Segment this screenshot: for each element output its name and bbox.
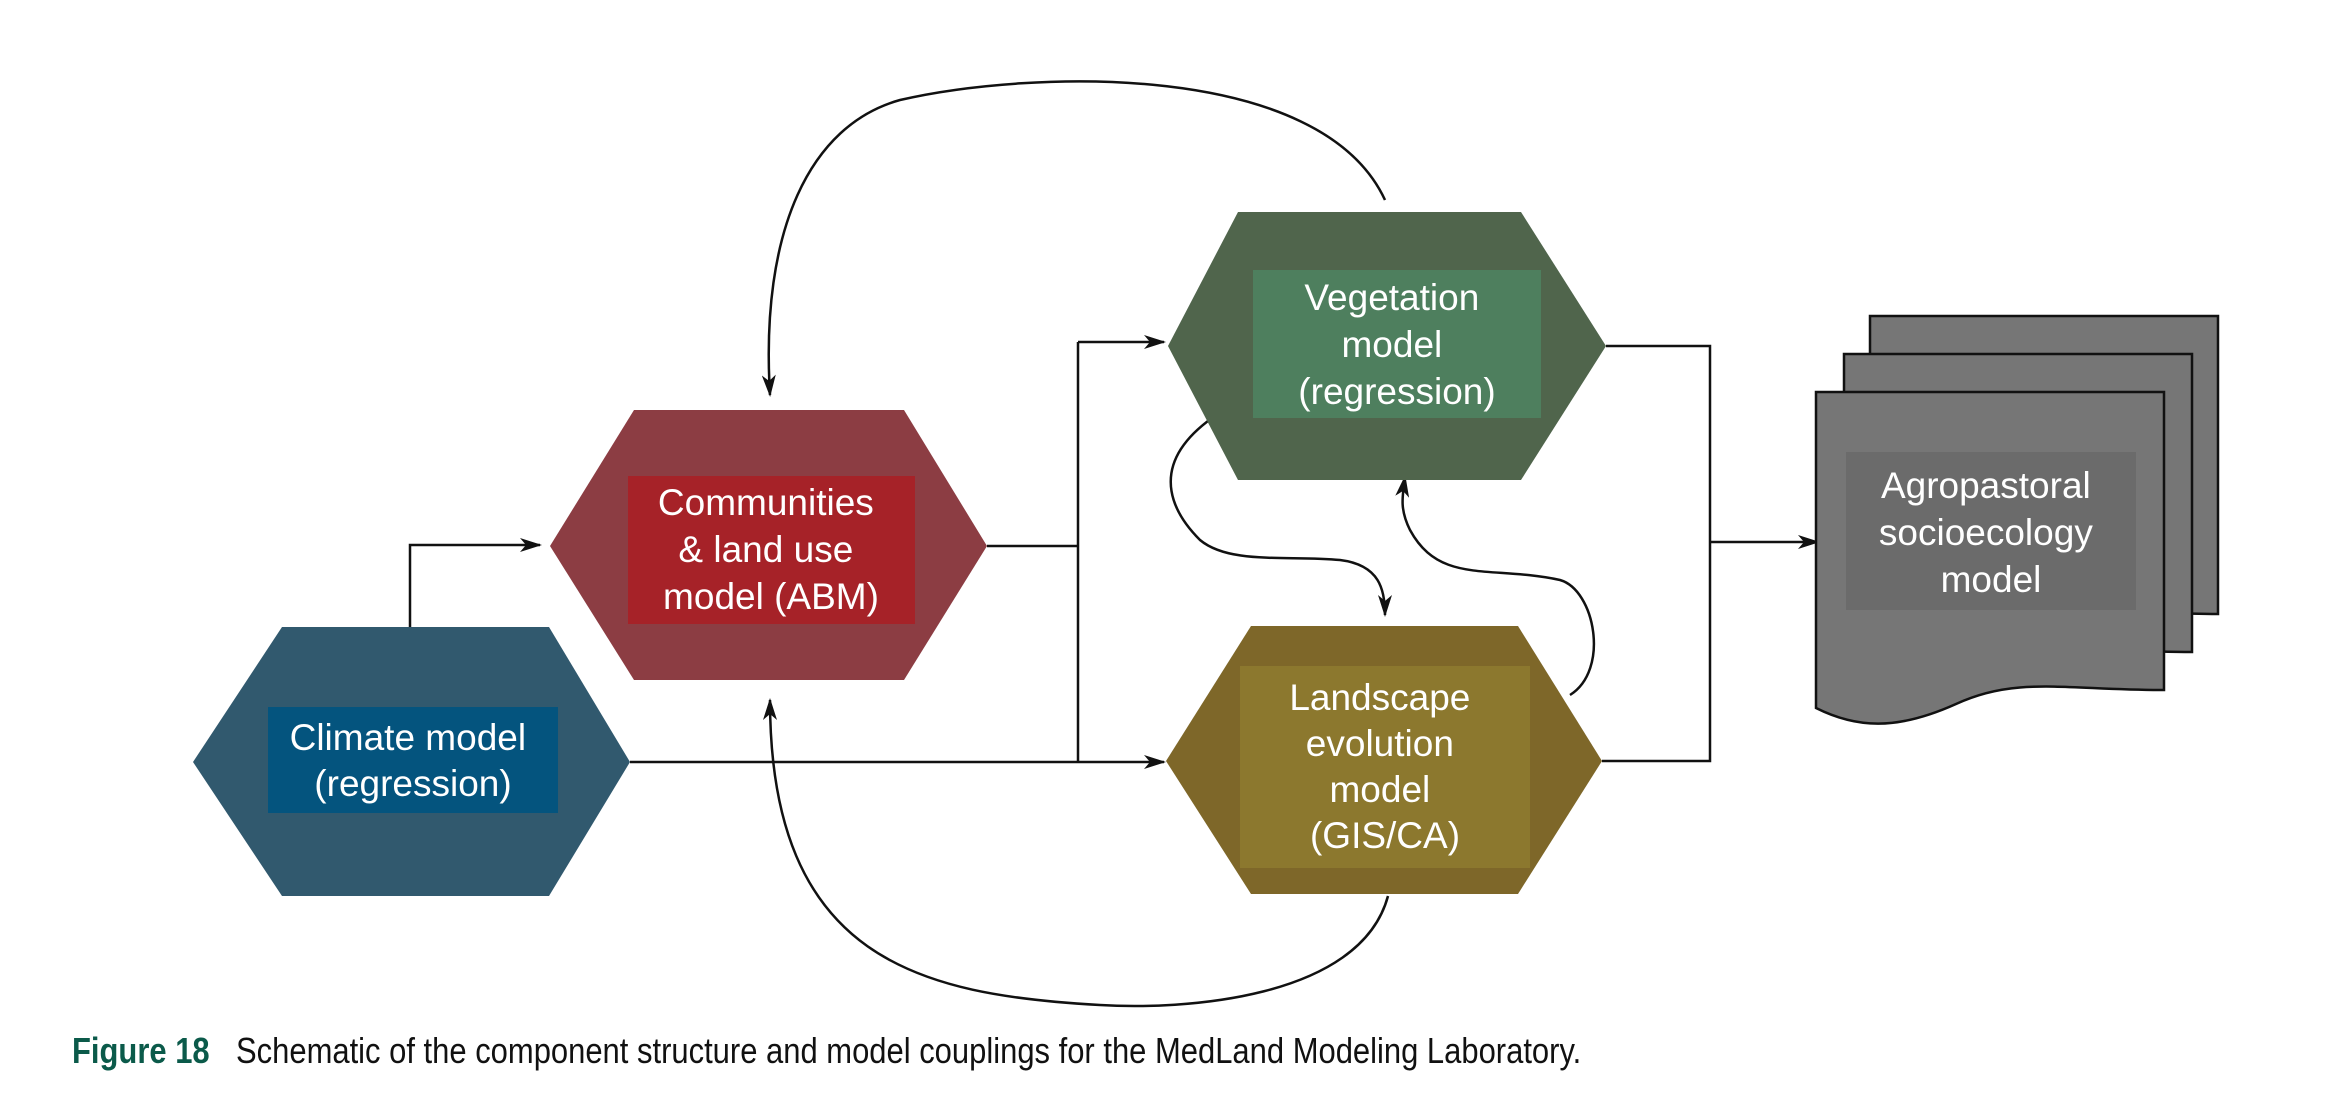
arrow-climate-to-communities	[408, 538, 542, 627]
communities-model-node: Communities & land use model (ABM)	[550, 410, 987, 680]
climate-model-label: Climate model (regression)	[290, 717, 537, 804]
figure-caption: Figure 18 Schematic of the component stru…	[72, 1030, 2272, 1086]
figure-caption-text: Schematic of the component structure and…	[236, 1030, 1582, 1071]
climate-model-label-box	[268, 707, 558, 813]
figure-number: Figure 18	[72, 1030, 210, 1071]
arrow-vegetation-to-landscape	[1169, 416, 1392, 617]
vegetation-model-label: Vegetation model (regression)	[1298, 277, 1495, 412]
arrow-landscape-to-communities-feedback	[763, 698, 1390, 1008]
vegetation-model-label-box	[1253, 270, 1541, 418]
landscape-model-node: Landscape evolution model (GIS/CA)	[1166, 626, 1602, 894]
landscape-model-label: Landscape evolution model (GIS/CA)	[1289, 677, 1480, 856]
connectors	[408, 80, 1820, 1008]
communities-model-label-box	[628, 476, 915, 624]
climate-model-node: Climate model (regression)	[193, 627, 630, 896]
agropastoral-model-label-box	[1846, 452, 2136, 610]
arrow-landscape-to-vegetation	[1395, 475, 1595, 697]
vegetation-model-node: Vegetation model (regression)	[1168, 212, 1606, 480]
agropastoral-model-label: Agropastoral socioecology model	[1879, 465, 2103, 600]
arrow-vegetation-to-communities-feedback	[761, 80, 1387, 397]
agropastoral-model-node: Agropastoral socioecology model	[1814, 314, 2220, 725]
line-vegetation-out	[1602, 344, 1712, 763]
communities-model-label: Communities & land use model (ABM)	[658, 482, 884, 617]
landscape-model-label-box	[1240, 666, 1530, 868]
